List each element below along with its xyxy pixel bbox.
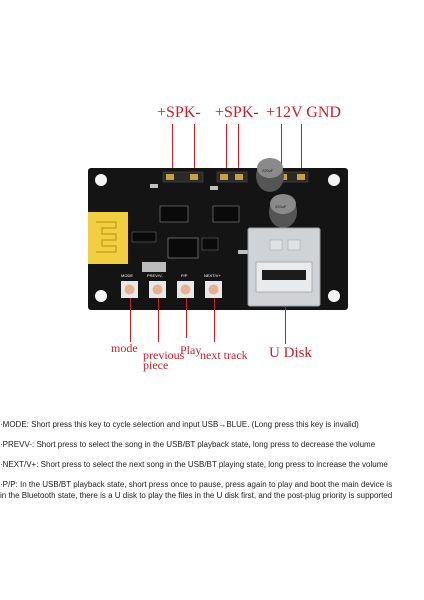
mode-button-marking: MODE	[121, 273, 133, 278]
previous-label-line1: previous	[143, 348, 185, 362]
leader-line	[281, 124, 282, 174]
next-button-marking: NEXT/V+	[204, 273, 221, 278]
leader-line	[186, 298, 187, 338]
leader-line	[172, 124, 173, 174]
leader-line	[226, 124, 227, 174]
speaker-right-label: +SPK-	[215, 104, 259, 121]
next-track-label: next track	[200, 348, 248, 362]
power-label: +12V GND	[266, 104, 341, 121]
leader-line	[158, 298, 159, 342]
description-prev: ·PREVV-: Short press to select the song …	[0, 440, 376, 449]
prev-button-marking: PREV/V-	[147, 273, 163, 278]
leader-line	[301, 124, 302, 174]
capacitor-1-marking: 220uF	[262, 168, 274, 173]
capacitor-2-marking: 220uF	[275, 204, 287, 209]
description-play-line1: ·P/P: In the USB/BT playback state, shor…	[0, 480, 393, 489]
leader-line	[130, 298, 131, 342]
leader-line	[194, 124, 195, 174]
leader-line	[238, 124, 239, 174]
u-disk-label: U Disk	[269, 345, 312, 361]
leader-line	[285, 306, 286, 344]
play-label: Play	[180, 343, 202, 357]
speaker-left-label: +SPK-	[157, 104, 201, 121]
description-mode: ·MODE: Short press this key to cycle sel…	[0, 420, 359, 429]
leader-line	[214, 298, 215, 342]
play-button-marking: P/P	[181, 273, 188, 278]
description-play-line2: in the Bluetooth state, there is a U dis…	[0, 491, 393, 500]
mode-label: mode	[111, 341, 138, 355]
description-next: ·NEXT/V+: Short press to select the next…	[0, 460, 388, 469]
previous-label-line2: piece	[143, 358, 169, 372]
